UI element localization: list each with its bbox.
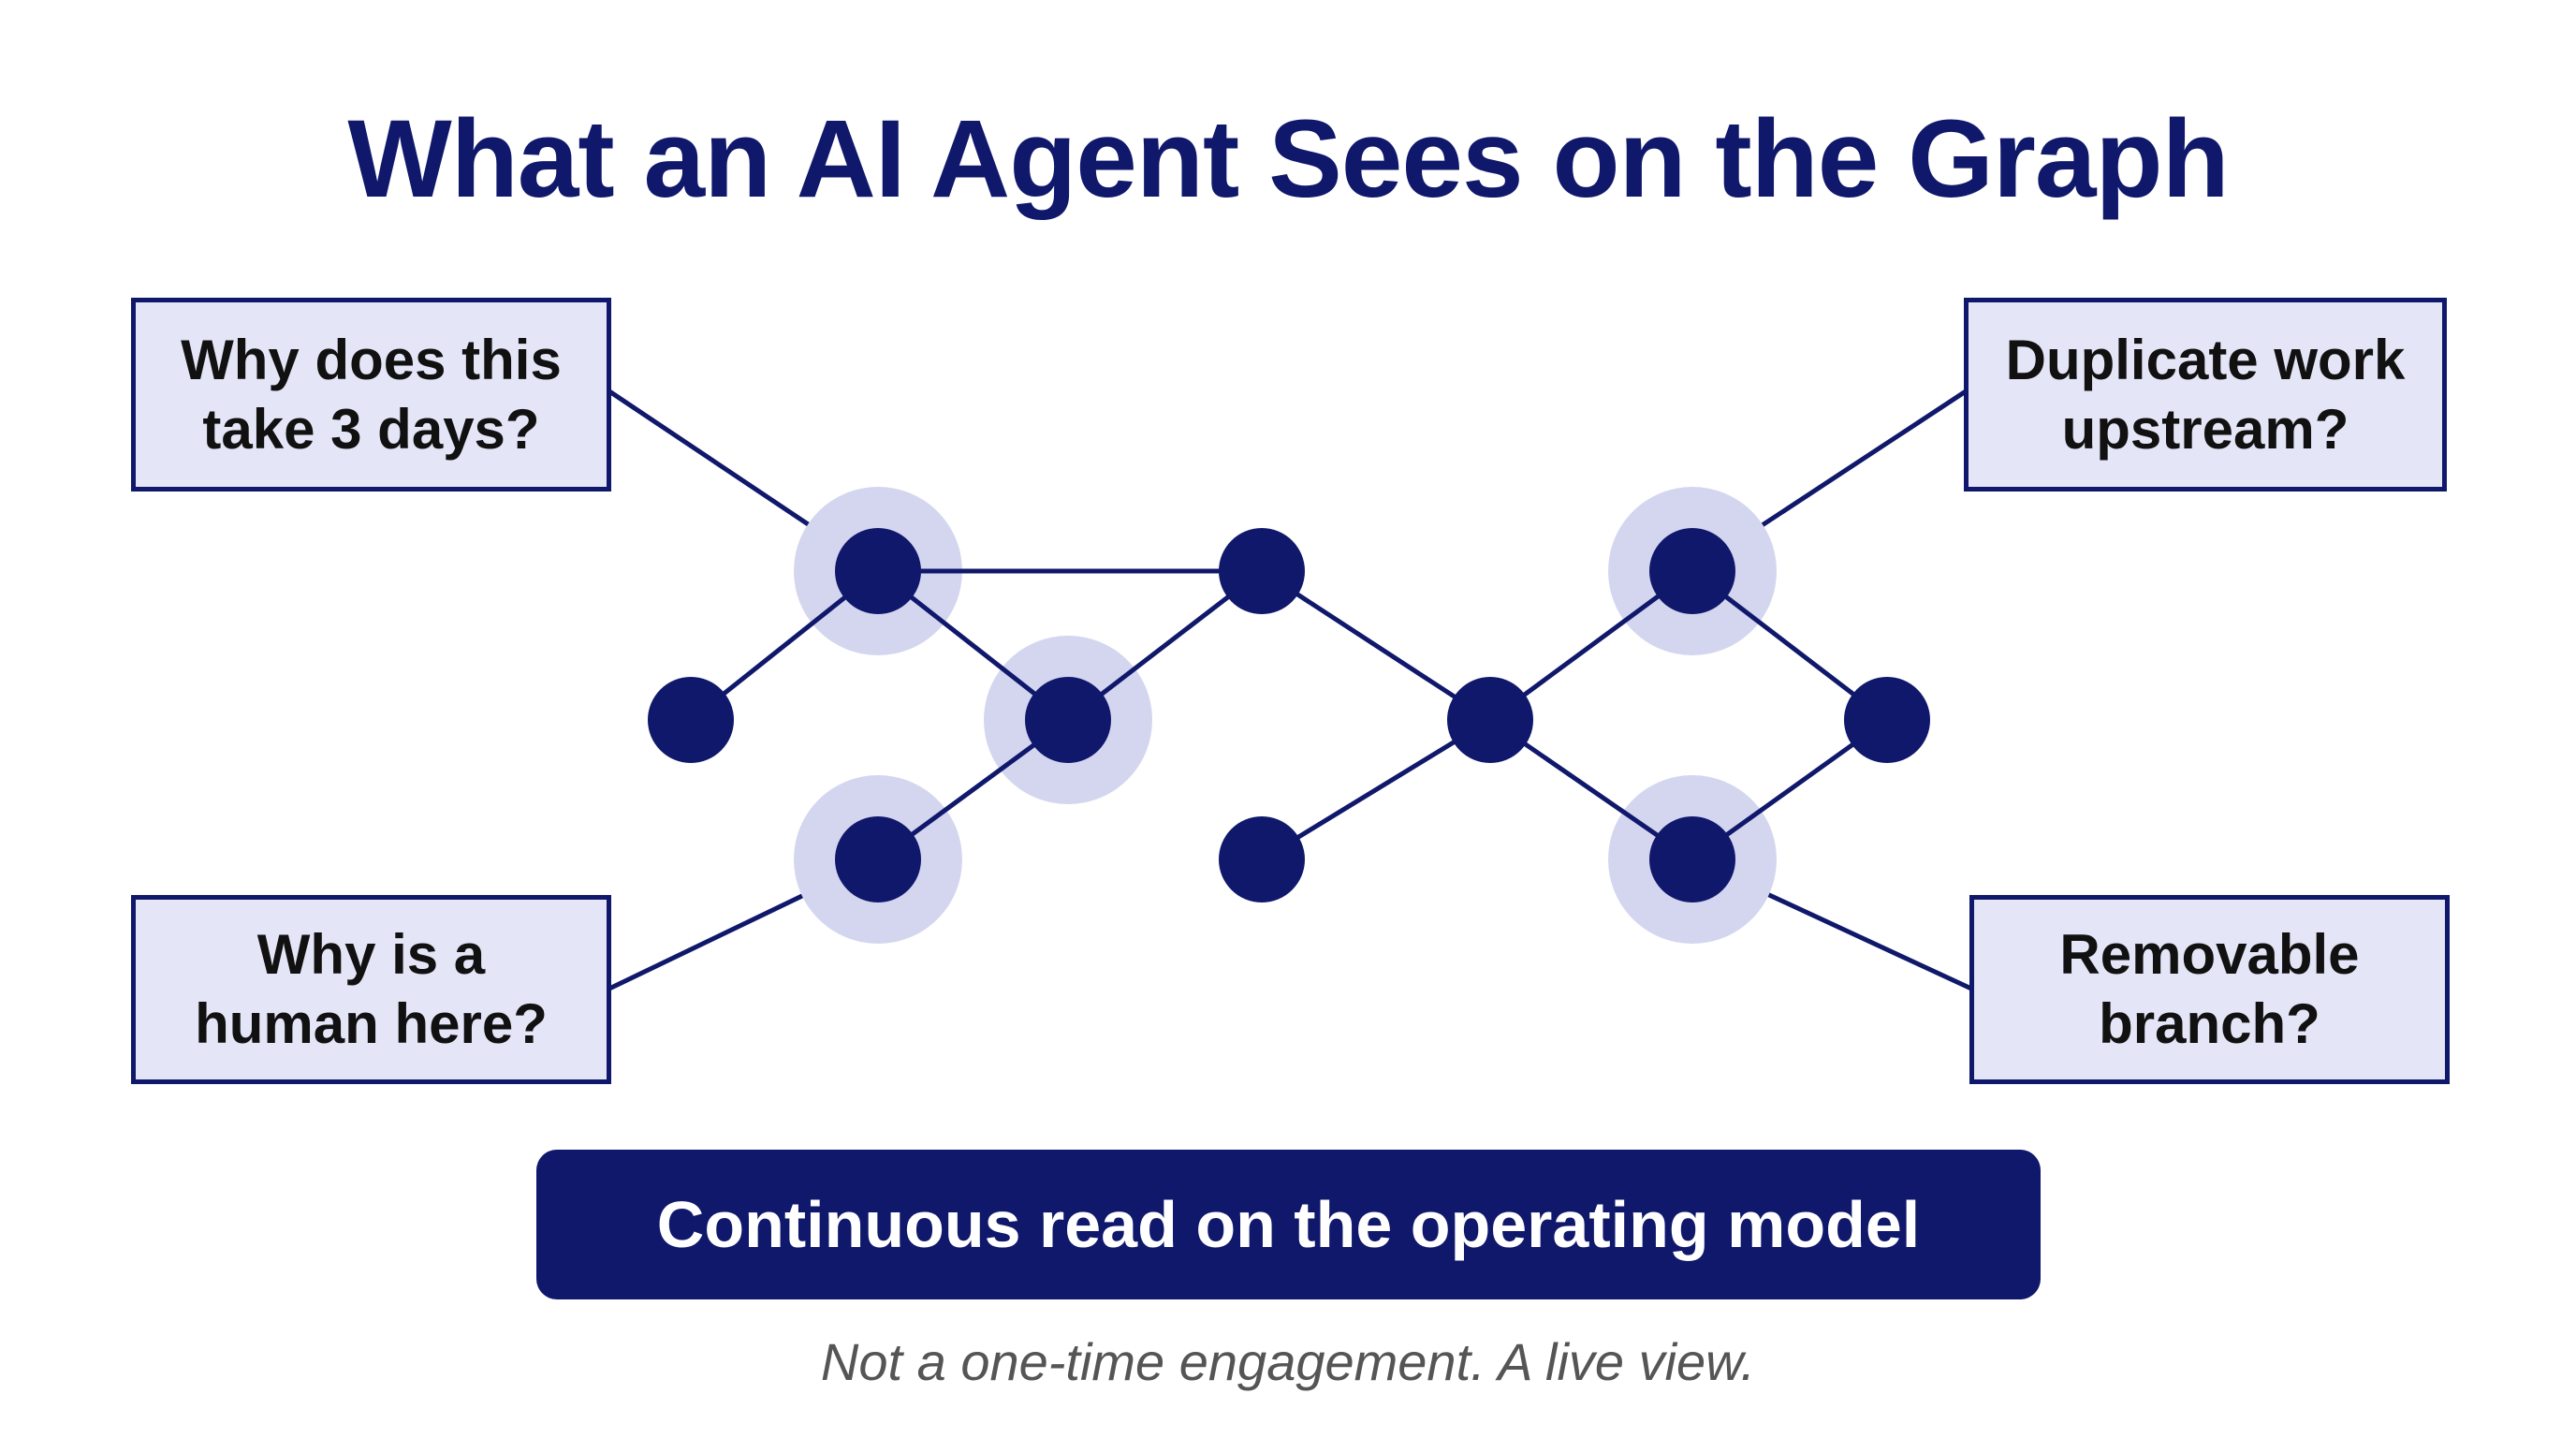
page-title: What an AI Agent Sees on the Graph: [347, 97, 2229, 221]
edge-f-g: [1260, 717, 1492, 862]
graph-nodes: [648, 528, 1930, 902]
callout-text-line: Duplicate work: [2005, 328, 2406, 391]
graph-node: [1025, 677, 1111, 763]
subtitle: Not a one-time engagement. A live view.: [820, 1332, 1756, 1391]
callout-text-line: Why is a: [256, 923, 486, 986]
callout-top-left: Why does this take 3 days?: [131, 298, 611, 492]
graph-node: [1844, 677, 1930, 763]
callout-text-line: human here?: [195, 992, 548, 1055]
callout-bottom-right: Removable branch?: [1969, 895, 2450, 1084]
graph-node: [1219, 528, 1305, 614]
graph-node: [1447, 677, 1533, 763]
graph-node: [835, 816, 921, 902]
callout-top-right: Duplicate work upstream?: [1964, 298, 2447, 492]
graph-node: [1219, 816, 1305, 902]
summary-banner: Continuous read on the operating model: [536, 1150, 2041, 1299]
callout-text-line: Why does this: [181, 328, 562, 391]
callout-text-line: take 3 days?: [202, 397, 540, 461]
summary-banner-text: Continuous read on the operating model: [656, 1188, 1921, 1261]
callout-bottom-left: Why is a human here?: [131, 895, 611, 1084]
callout-text-line: branch?: [2099, 992, 2320, 1055]
graph-node: [835, 528, 921, 614]
graph-node: [1649, 816, 1735, 902]
edge-e-g: [1260, 568, 1492, 723]
callout-text-line: Removable: [2059, 923, 2360, 986]
graph-node: [648, 677, 734, 763]
callout-text-line: upstream?: [2061, 397, 2349, 461]
graph-node: [1649, 528, 1735, 614]
